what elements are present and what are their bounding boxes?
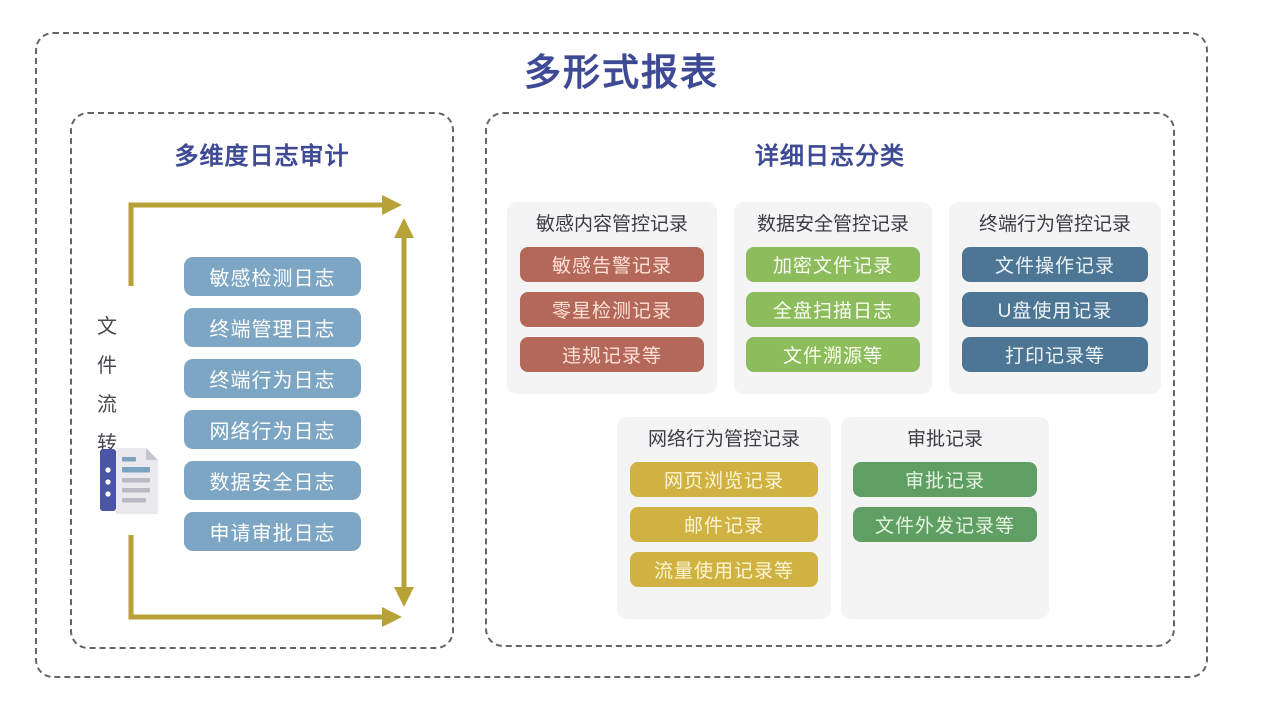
flow-loop-arrow <box>128 195 414 627</box>
category-card-data-security: 数据安全管控记录 加密文件记录 全盘扫描日志 文件溯源等 <box>734 202 932 394</box>
log-box-network-behavior: 网络行为日志 <box>184 410 361 449</box>
flow-char-3: 流 <box>97 394 117 416</box>
file-flow-label: 文 件 流 转 <box>94 310 120 456</box>
log-box-sensitive-detection: 敏感检测日志 <box>184 257 361 296</box>
category-item: 文件溯源等 <box>745 337 921 372</box>
category-item: 审批记录 <box>853 462 1037 497</box>
category-item: 邮件记录 <box>629 507 819 542</box>
category-title: 网络行为管控记录 <box>647 429 800 450</box>
category-item: 加密文件记录 <box>745 247 921 282</box>
category-item: 流量使用记录等 <box>629 552 819 587</box>
left-panel-multidimension-audit: 多维度日志审计 文 件 流 转 <box>70 112 454 649</box>
right-panel-title: 详细日志分类 <box>755 143 905 170</box>
category-card-sensitive-content: 敏感内容管控记录 敏感告警记录 零星检测记录 违规记录等 <box>507 202 717 394</box>
page-title: 多形式报表 <box>524 52 719 93</box>
category-item: 零星检测记录 <box>519 292 705 327</box>
left-panel-title: 多维度日志审计 <box>174 143 350 170</box>
log-box-data-security: 数据安全日志 <box>184 461 361 500</box>
category-item: 敏感告警记录 <box>519 247 705 282</box>
flow-char-1: 文 <box>97 316 117 338</box>
category-card-terminal-behavior: 终端行为管控记录 文件操作记录 U盘使用记录 打印记录等 <box>949 202 1161 394</box>
outer-frame: 多形式报表 多维度日志审计 文 件 流 转 <box>35 32 1208 678</box>
log-list: 敏感检测日志 终端管理日志 终端行为日志 网络行为日志 数据安全日志 申请审批日… <box>184 257 361 551</box>
category-item: 打印记录等 <box>961 337 1149 372</box>
category-card-approval: 审批记录 审批记录 文件外发记录等 <box>841 417 1049 619</box>
right-panel-log-classification: 详细日志分类 敏感内容管控记录 敏感告警记录 零星检测记录 违规记录等 数据安全… <box>485 112 1175 647</box>
category-title: 数据安全管控记录 <box>756 214 909 235</box>
category-title: 敏感内容管控记录 <box>535 214 688 235</box>
category-title: 终端行为管控记录 <box>978 214 1131 235</box>
category-item: 文件操作记录 <box>961 247 1149 282</box>
category-item: 网页浏览记录 <box>629 462 819 497</box>
flow-char-2: 件 <box>97 355 117 377</box>
category-item: 文件外发记录等 <box>853 507 1037 542</box>
category-title: 审批记录 <box>906 429 983 450</box>
category-card-network-behavior: 网络行为管控记录 网页浏览记录 邮件记录 流量使用记录等 <box>617 417 831 619</box>
document-icon <box>100 448 158 514</box>
log-box-terminal-behavior: 终端行为日志 <box>184 359 361 398</box>
category-item: U盘使用记录 <box>961 292 1149 327</box>
log-box-terminal-management: 终端管理日志 <box>184 308 361 347</box>
category-item: 全盘扫描日志 <box>745 292 921 327</box>
category-item: 违规记录等 <box>519 337 705 372</box>
log-box-application-approval: 申请审批日志 <box>184 512 361 551</box>
